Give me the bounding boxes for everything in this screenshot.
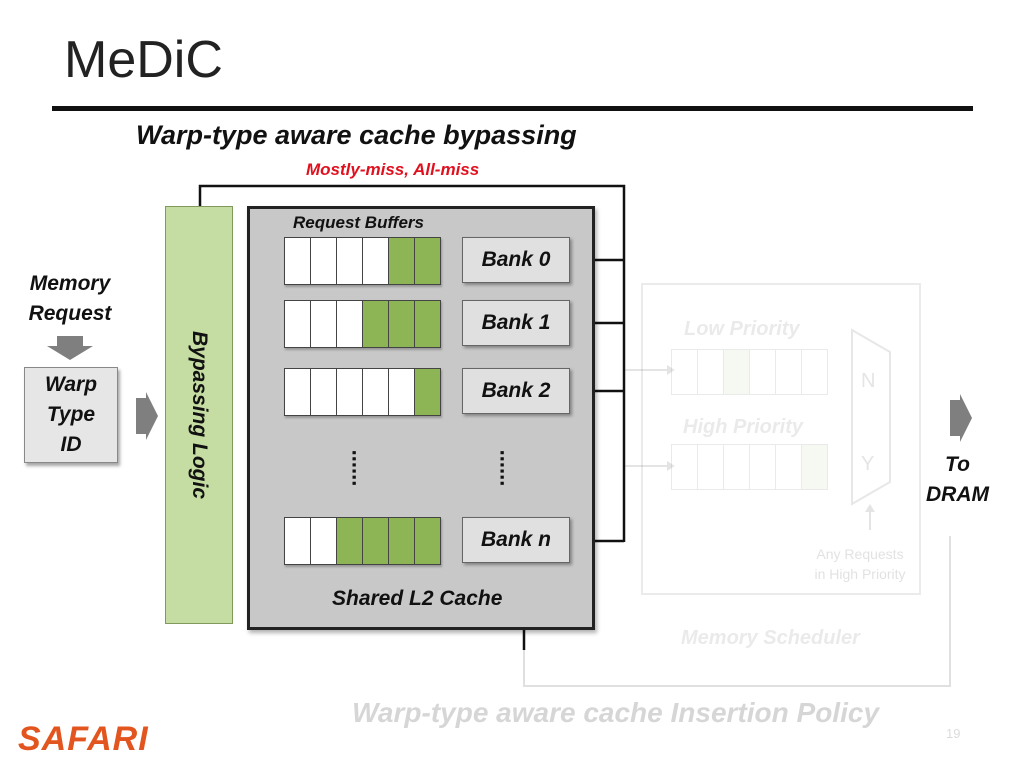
buffer-slot bbox=[389, 369, 415, 415]
buffer-slot bbox=[389, 238, 415, 284]
bypass-input-arrow bbox=[136, 392, 158, 440]
buffer-slot bbox=[311, 369, 337, 415]
subtitle-note: Mostly-miss, All-miss bbox=[306, 160, 480, 179]
memory-scheduler-label: Memory Scheduler bbox=[681, 627, 860, 649]
bank-2: Bank 2 bbox=[462, 368, 570, 414]
buffer-slot bbox=[285, 369, 311, 415]
low-priority-label: Low Priority bbox=[684, 318, 800, 340]
bypass-feedback-line bbox=[198, 184, 626, 542]
buffer-slot bbox=[415, 301, 440, 347]
any-requests-line-2: in High Priority bbox=[814, 566, 906, 582]
bank-ellipsis: ...... bbox=[495, 449, 521, 487]
warp-line-1: Warp bbox=[44, 373, 98, 396]
memory-scheduler-box bbox=[641, 283, 921, 595]
mux-y-label: Y bbox=[861, 453, 875, 475]
page-number: 19 bbox=[946, 726, 961, 741]
high-priority-queue bbox=[671, 444, 828, 490]
memory-request-line-1: Memory bbox=[29, 272, 111, 295]
any-requests-line-1: Any Requests bbox=[816, 546, 904, 562]
mux-n-label: N bbox=[861, 370, 876, 392]
request-buffer bbox=[284, 517, 441, 565]
insertion-policy-label: Warp-type aware cache Insertion Policy bbox=[352, 697, 880, 728]
buffer-slot bbox=[285, 518, 311, 564]
bypassing-logic-block: Bypassing Logic bbox=[165, 206, 233, 624]
buffer-slot bbox=[311, 301, 337, 347]
safari-logo: SAFARI bbox=[18, 720, 149, 758]
warp-type-id-box: Warp Type ID bbox=[24, 367, 118, 463]
high-priority-label: High Priority bbox=[683, 416, 804, 438]
memory-request-arrow bbox=[47, 336, 93, 360]
buffer-ellipsis: ...... bbox=[347, 449, 373, 487]
to-dram-line-2: DRAM bbox=[926, 483, 989, 506]
bank-n: Bank n bbox=[462, 517, 570, 563]
buffer-slot bbox=[415, 238, 440, 284]
request-buffers-label: Request Buffers bbox=[293, 213, 424, 232]
low-priority-queue bbox=[671, 349, 828, 395]
request-buffer bbox=[284, 237, 441, 285]
buffer-slot bbox=[415, 518, 440, 564]
bank-0: Bank 0 bbox=[462, 237, 570, 283]
buffer-slot bbox=[337, 369, 363, 415]
buffer-slot bbox=[415, 369, 440, 415]
slide-title: MeDiC bbox=[64, 31, 223, 89]
buffer-slot bbox=[363, 301, 389, 347]
buffer-slot bbox=[389, 301, 415, 347]
request-buffer bbox=[284, 368, 441, 416]
to-dram-label: To DRAM bbox=[926, 450, 989, 510]
any-requests-label: Any Requests in High Priority bbox=[804, 544, 916, 584]
buffer-slot bbox=[285, 301, 311, 347]
to-dram-line-1: To bbox=[945, 453, 970, 476]
request-buffer bbox=[284, 300, 441, 348]
to-dram-arrow bbox=[950, 394, 972, 442]
buffer-slot bbox=[311, 238, 337, 284]
warp-line-2: Type bbox=[46, 403, 96, 426]
shared-l2-cache-label: Shared L2 Cache bbox=[332, 587, 503, 610]
warp-line-3: ID bbox=[60, 433, 82, 456]
bank-1: Bank 1 bbox=[462, 300, 570, 346]
buffer-slot bbox=[363, 369, 389, 415]
buffer-slot bbox=[389, 518, 415, 564]
buffer-slot bbox=[363, 238, 389, 284]
buffer-slot bbox=[337, 518, 363, 564]
buffer-slot bbox=[363, 518, 389, 564]
title-rule bbox=[52, 106, 973, 111]
slide-subtitle: Warp-type aware cache bypassing bbox=[136, 120, 577, 150]
memory-request-label: Memory Request bbox=[20, 269, 120, 329]
buffer-slot bbox=[337, 238, 363, 284]
bypassing-logic-label: Bypassing Logic bbox=[188, 330, 211, 500]
insertion-faded-line bbox=[523, 536, 951, 687]
buffer-slot bbox=[337, 301, 363, 347]
buffer-slot bbox=[285, 238, 311, 284]
buffer-slot bbox=[311, 518, 337, 564]
memory-request-line-2: Request bbox=[28, 302, 112, 325]
